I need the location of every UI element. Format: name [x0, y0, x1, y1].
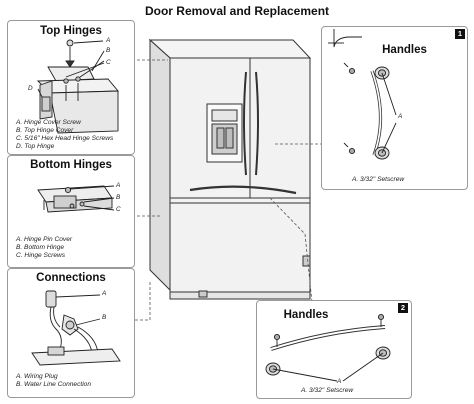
bottom-hinges-panel: Bottom Hinges A B C A. Hinge Pin Cover B… — [7, 155, 135, 268]
handle-vertical-diagram — [328, 29, 397, 160]
handles-2-title: Handles — [283, 309, 329, 321]
marker-c: C — [106, 59, 111, 66]
handles-panel-1: 1 Handles A A. 3/32" Setscrew — [321, 26, 468, 190]
connections-title: Connections — [36, 272, 106, 284]
handles-1-title: Handles — [382, 44, 427, 56]
bottom-hinges-caption-b: B. Bottom Hinge — [16, 244, 65, 251]
page-title: Door Removal and Replacement — [144, 4, 330, 18]
marker-b: B — [106, 47, 111, 54]
handle-horizontal-diagram — [265, 313, 391, 382]
bottom-hinge-diagram — [37, 185, 115, 213]
marker-d: D — [28, 85, 33, 92]
handles-panel-2: 2 Handles A A. 3/32" Setscrew — [256, 300, 412, 399]
top-hinges-caption-b: B. Top Hinge Cover — [16, 127, 74, 134]
marker-a: A — [398, 113, 403, 120]
connections-diagram — [31, 290, 121, 366]
top-hinges-panel: Top Hinges A B C — [7, 20, 135, 155]
bottom-hinges-caption-c: C. Hinge Screws — [16, 252, 66, 259]
marker-a: A — [102, 290, 107, 297]
top-hinges-caption-c: C. 5/16" Hex Head Hinge Screws — [16, 135, 114, 142]
connections-panel: Connections A B A. Wiring Plug B. Water … — [7, 268, 135, 398]
step-badge-1: 1 — [455, 29, 465, 39]
marker-a: A — [106, 37, 111, 44]
top-hinges-title: Top Hinges — [40, 25, 102, 37]
handles-2-caption: A. 3/32" Setscrew — [301, 387, 354, 394]
marker-b: B — [116, 194, 121, 201]
top-hinge-diagram — [36, 39, 119, 134]
marker-c: C — [116, 206, 121, 213]
handles-1-caption: A. 3/32" Setscrew — [352, 176, 405, 183]
connections-caption-b: B. Water Line Connection — [16, 381, 92, 388]
top-hinges-caption-d: D. Top Hinge — [16, 143, 55, 150]
top-hinges-caption-a: A. Hinge Cover Screw — [16, 119, 81, 126]
step-badge-2: 2 — [398, 303, 408, 313]
marker-a: A — [116, 182, 121, 189]
bottom-hinges-caption-a: A. Hinge Pin Cover — [16, 236, 73, 243]
marker-b: B — [102, 314, 107, 321]
marker-a: A — [337, 378, 342, 385]
bottom-hinges-title: Bottom Hinges — [30, 159, 112, 171]
connections-caption-a: A. Wiring Plug — [16, 373, 58, 380]
